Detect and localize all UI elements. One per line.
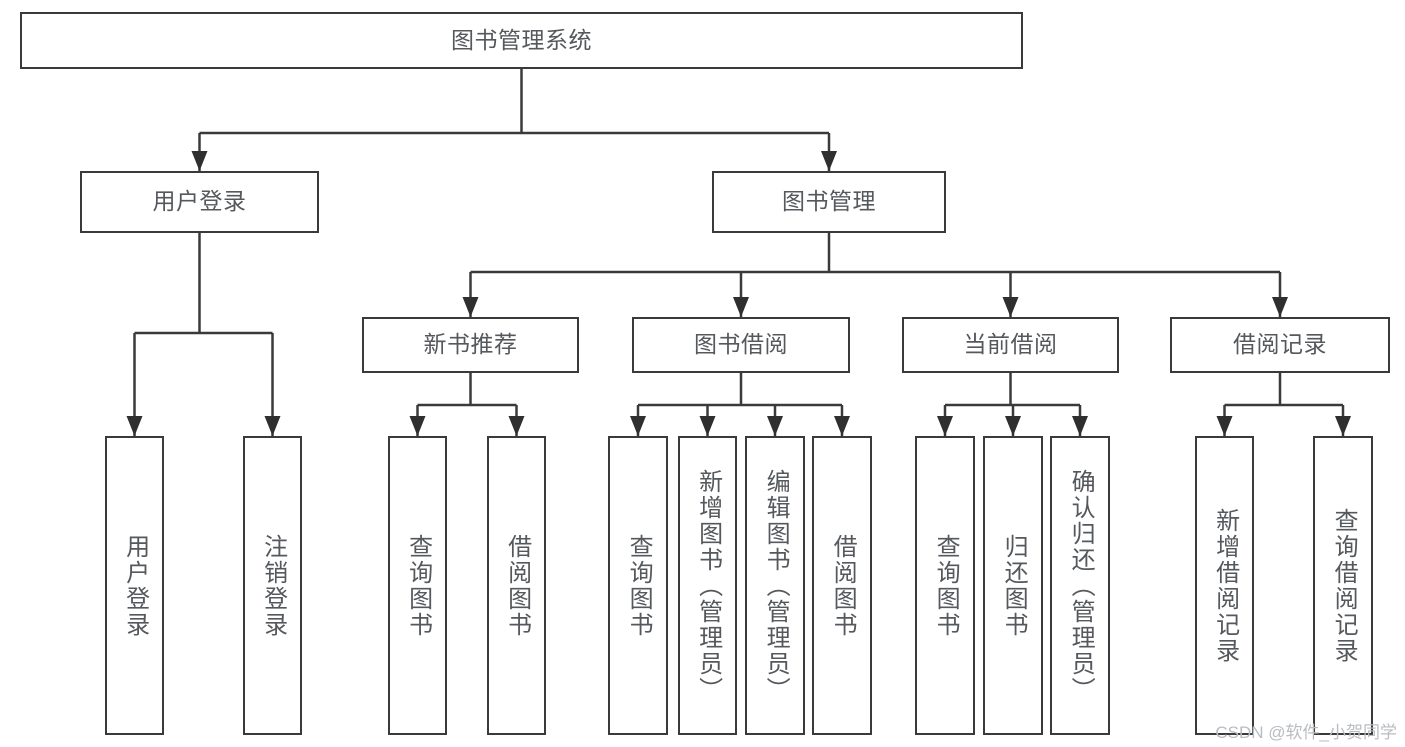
- node-label: 新书推荐: [423, 331, 518, 358]
- node-label: 借阅记录: [1233, 331, 1327, 358]
- arrowhead-icon: [1072, 416, 1088, 436]
- node-label: 用户登录: [152, 188, 247, 215]
- node-bookmgmt[interactable]: 图书管理: [712, 171, 946, 233]
- arrowhead-icon: [821, 151, 837, 171]
- node-leaf-query-book-new[interactable]: 查询图书: [388, 436, 447, 735]
- arrowhead-icon: [264, 416, 281, 436]
- node-label: 查询图书: [932, 533, 960, 638]
- node-leaf-confirm-return[interactable]: 确认归还（管理员）: [1050, 436, 1110, 735]
- arrowhead-icon: [834, 416, 850, 436]
- arrowhead-icon: [630, 416, 646, 436]
- node-leaf-user-login[interactable]: 用户登录: [105, 436, 164, 735]
- node-root[interactable]: 图书管理系统: [20, 12, 1023, 69]
- node-label: 归还图书: [1000, 533, 1028, 638]
- node-leaf-query-book-current[interactable]: 查询图书: [915, 436, 975, 735]
- arrowhead-icon: [733, 297, 749, 317]
- node-leaf-logout[interactable]: 注销登录: [243, 436, 302, 735]
- node-label: 查询图书: [625, 533, 653, 638]
- arrowhead-icon: [191, 151, 208, 171]
- node-label: 新增借阅记录: [1211, 507, 1239, 664]
- arrowhead-icon: [699, 416, 716, 436]
- node-leaf-borrow-book-new[interactable]: 借阅图书: [487, 436, 546, 735]
- node-current[interactable]: 当前借阅: [902, 317, 1119, 373]
- arrowhead-icon: [937, 416, 953, 436]
- node-label: 当前借阅: [963, 331, 1058, 358]
- node-leaf-query-book-borrow[interactable]: 查询图书: [608, 436, 668, 735]
- arrowhead-icon: [508, 416, 525, 436]
- node-label: 图书管理: [782, 188, 876, 215]
- node-label: 确认归还（管理员）: [1067, 468, 1095, 703]
- node-newbook[interactable]: 新书推荐: [362, 317, 579, 373]
- node-label: 借阅图书: [503, 533, 531, 638]
- node-label: 查询借阅记录: [1330, 507, 1358, 664]
- node-label: 图书管理系统: [451, 26, 592, 53]
- node-login[interactable]: 用户登录: [80, 171, 319, 233]
- node-leaf-return-book[interactable]: 归还图书: [983, 436, 1043, 735]
- arrowhead-icon: [409, 416, 426, 436]
- node-label: 查询图书: [404, 533, 432, 638]
- arrowhead-icon: [767, 416, 783, 436]
- node-label: 图书借阅: [694, 331, 788, 358]
- node-leaf-edit-book[interactable]: 编辑图书（管理员）: [745, 436, 805, 735]
- node-leaf-add-book[interactable]: 新增图书（管理员）: [678, 436, 737, 735]
- watermark: CSDN @软件_小贺同学: [1215, 723, 1397, 742]
- node-label: 用户登录: [121, 533, 149, 638]
- node-label: 新增图书（管理员）: [694, 468, 722, 703]
- node-label: 注销登录: [259, 533, 287, 638]
- arrowhead-icon: [1272, 297, 1288, 317]
- node-leaf-add-record[interactable]: 新增借阅记录: [1195, 436, 1254, 735]
- node-borrow[interactable]: 图书借阅: [632, 317, 850, 373]
- node-records[interactable]: 借阅记录: [1170, 317, 1390, 373]
- node-leaf-borrow-book[interactable]: 借阅图书: [812, 436, 872, 735]
- arrowhead-icon: [1005, 416, 1021, 436]
- arrowhead-icon: [126, 416, 143, 436]
- node-leaf-query-record[interactable]: 查询借阅记录: [1313, 436, 1373, 735]
- node-label: 编辑图书（管理员）: [762, 468, 790, 703]
- node-label: 借阅图书: [829, 533, 857, 638]
- arrowhead-icon: [1216, 416, 1233, 436]
- arrowhead-icon: [462, 297, 479, 317]
- arrowhead-icon: [1002, 297, 1019, 317]
- arrowhead-icon: [1335, 416, 1351, 436]
